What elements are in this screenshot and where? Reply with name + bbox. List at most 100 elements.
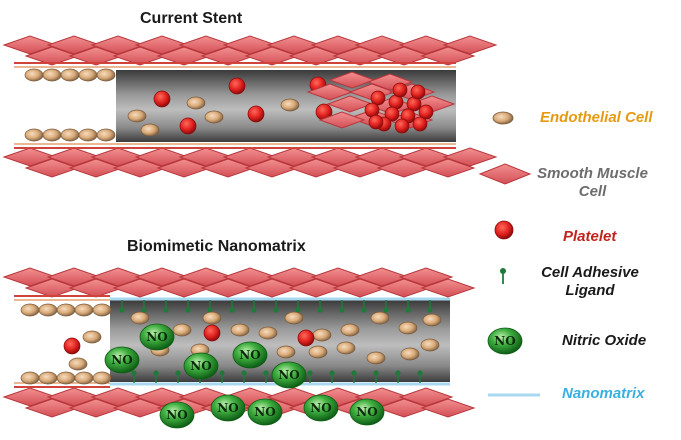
ligand (427, 300, 433, 313)
nitric-oxide-text: NO (278, 368, 299, 382)
endothelial-cell (280, 98, 300, 112)
nitric-oxide-molecule: NO (139, 323, 175, 351)
ligand (317, 300, 323, 313)
endothelial-cell (96, 68, 116, 82)
smooth-muscle-cell (398, 267, 454, 287)
smooth-muscle-cell (420, 398, 476, 418)
endothelial-cell (78, 68, 98, 82)
endothelial-cell (308, 345, 328, 359)
legend-ligand-label: Cell Adhesive Ligand (541, 264, 639, 299)
cell-adhesive-ligand-icon (500, 268, 506, 284)
platelet (228, 77, 246, 95)
endothelial-cell (60, 68, 80, 82)
endothelial-cell (78, 128, 98, 142)
platelet (153, 90, 171, 108)
smooth-muscle-layer-upper (2, 267, 476, 298)
platelet (412, 116, 428, 132)
nitric-oxide-molecule: NO (183, 352, 219, 380)
endothelial-cell (366, 351, 386, 365)
thrombus-cluster (306, 71, 456, 134)
ligand (339, 300, 345, 313)
nitric-oxide-text: NO (217, 401, 238, 415)
endothelial-cell (172, 323, 192, 337)
legend-smooth-muscle-label: Smooth Muscle Cell (537, 165, 648, 200)
nitric-oxide-molecule: NO (104, 346, 140, 374)
nitric-oxide-molecule: NO (159, 401, 195, 429)
nitric-oxide-text: NO (356, 405, 377, 419)
smooth-muscle-cell-icon (478, 163, 532, 185)
platelet (247, 105, 265, 123)
endothelial-cell (74, 303, 94, 317)
platelet (410, 84, 426, 100)
nitric-oxide-text: NO (166, 408, 187, 422)
endothelial-cells (24, 68, 116, 142)
ligand (119, 300, 125, 313)
ligand (273, 300, 279, 313)
ligand (373, 370, 379, 383)
endothelial-cell-icon (492, 111, 514, 125)
platelet (384, 106, 400, 122)
nitric-oxide-text: NO (190, 359, 211, 373)
legend-icons: NO (478, 111, 540, 397)
smooth-muscle-cell (318, 111, 366, 129)
smooth-muscle-cell (420, 278, 476, 298)
ligand (153, 370, 159, 383)
platelet (392, 82, 408, 98)
ligand (351, 370, 357, 383)
endothelial-cell (24, 128, 44, 142)
biomimetic-nanomatrix-title: Biomimetic Nanomatrix (127, 238, 306, 255)
current-stent-title: Current Stent (140, 10, 243, 27)
endothelial-cell (20, 303, 40, 317)
endothelial-cell (96, 128, 116, 142)
current-stent-panel (2, 35, 498, 178)
ligand (307, 370, 313, 383)
platelet (297, 329, 315, 347)
endothelial-cell (140, 123, 160, 137)
platelet (394, 118, 410, 134)
legend-nitric-oxide-label: Nitric Oxide (562, 332, 647, 349)
endothelial-cell (92, 303, 112, 317)
endothelial-cell (400, 347, 420, 361)
ligand (185, 300, 191, 313)
nitric-oxide-molecule: NO (247, 398, 283, 426)
endothelial-cell (68, 357, 88, 371)
platelet (203, 324, 221, 342)
smooth-muscle-layer-lower (2, 147, 498, 178)
endothelial-cell (92, 371, 112, 385)
nitric-oxide-icon: NO (487, 327, 523, 355)
platelet (368, 114, 384, 130)
ligand (163, 300, 169, 313)
nitric-oxide-text: NO (254, 405, 275, 419)
endothelial-cell (42, 68, 62, 82)
smooth-muscle-layer-upper (2, 35, 498, 66)
endothelial-cell (60, 128, 80, 142)
nitric-oxide-icon-text: NO (494, 334, 515, 348)
ligand (417, 370, 423, 383)
endothelial-cell (186, 96, 206, 110)
nitric-oxide-molecule: NO (303, 394, 339, 422)
smooth-muscle-cell (420, 158, 476, 178)
endothelial-cell (56, 303, 76, 317)
ligand (295, 300, 301, 313)
endothelial-cell (130, 311, 150, 325)
ligand (361, 300, 367, 313)
endothelial-cell (398, 321, 418, 335)
nitric-oxide-text: NO (146, 330, 167, 344)
ligand (395, 370, 401, 383)
endothelial-cell (258, 326, 278, 340)
endothelial-cell (202, 311, 222, 325)
ligand (141, 300, 147, 313)
endothelial-cell (204, 110, 224, 124)
endothelial-cell (24, 68, 44, 82)
endothelial-cell (38, 303, 58, 317)
endothelial-cell (276, 345, 296, 359)
ligand (405, 300, 411, 313)
platelet (370, 90, 386, 106)
endothelial-cell (42, 128, 62, 142)
smooth-muscle-cell (442, 35, 498, 55)
lumen-contents (127, 76, 333, 137)
platelet (63, 337, 81, 355)
